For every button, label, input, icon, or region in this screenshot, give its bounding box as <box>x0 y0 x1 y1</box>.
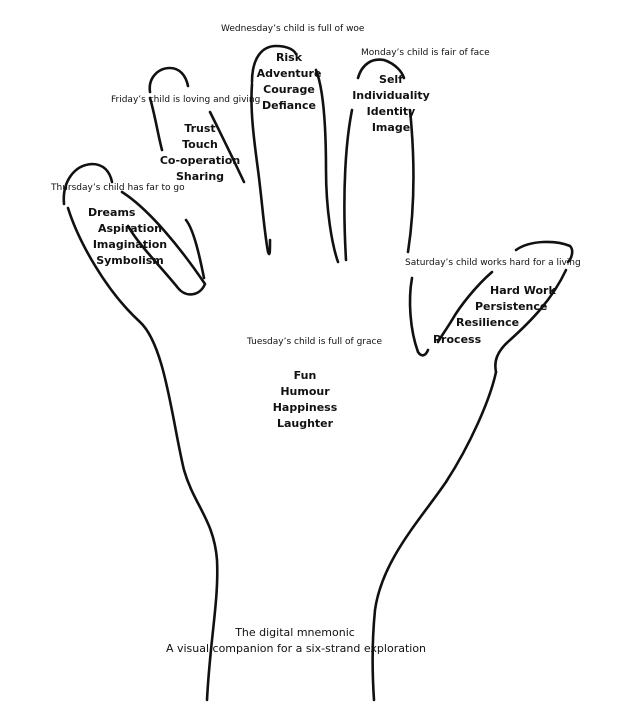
monday-word: Image <box>371 121 411 134</box>
thursday-rhyme: Thursday’s child has far to go <box>51 183 185 193</box>
thumb-top <box>514 240 574 264</box>
index-finger-right <box>406 108 415 254</box>
ring-finger-left <box>148 96 164 152</box>
thursday-word: Imagination <box>92 238 168 251</box>
wednesday-rhyme: Wednesday’s child is full of woe <box>221 24 365 34</box>
thumb-outer <box>494 268 568 374</box>
wednesday-word: Risk <box>275 51 303 64</box>
saturday-rhyme: Saturday’s child works hard for a living <box>405 258 581 268</box>
tuesday-word: Humour <box>280 385 330 398</box>
friday-word: Co-operation <box>159 154 241 167</box>
friday-word: Touch <box>182 138 218 151</box>
friday-rhyme: Friday’s child is loving and giving <box>111 95 261 105</box>
tuesday-word: Happiness <box>272 401 338 414</box>
caption-title: The digital mnemonic <box>235 626 355 639</box>
saturday-word: Persistence <box>475 300 548 313</box>
wednesday-word: Defiance <box>262 99 316 112</box>
middle-finger-top <box>250 44 298 84</box>
wednesday-word: Adventure <box>256 67 322 80</box>
monday-rhyme: Monday’s child is fair of face <box>361 48 490 58</box>
ring-finger-bottom <box>184 218 206 280</box>
monday-word: Identity <box>366 105 416 118</box>
saturday-word: Resilience <box>456 316 520 329</box>
wednesday-word: Courage <box>263 83 315 96</box>
middle-finger-left <box>250 82 272 256</box>
thursday-words: Dreams Aspiration Imagination Symbolism <box>84 205 176 269</box>
wednesday-words: Risk Adventure Courage Defiance <box>250 50 328 114</box>
caption-subtitle: A visual companion for a six-strand expl… <box>165 642 427 655</box>
index-finger-top <box>356 58 406 80</box>
tuesday-words: Fun Humour Happiness Laughter <box>265 368 345 432</box>
pinky-inner-edge <box>120 190 207 296</box>
tuesday-word: Laughter <box>276 417 334 430</box>
thursday-word: Aspiration <box>98 222 162 235</box>
ring-finger-right <box>208 110 246 184</box>
hand-right-edge <box>371 370 498 702</box>
saturday-word: Process <box>433 333 482 346</box>
tuesday-rhyme: Tuesday’s child is full of grace <box>247 337 382 347</box>
tuesday-word: Fun <box>293 369 317 382</box>
thursday-word: Dreams <box>88 206 136 219</box>
monday-words: Self Individuality Identity Image <box>352 72 430 136</box>
friday-word: Trust <box>184 122 216 135</box>
thumb-inner <box>436 270 494 344</box>
index-finger-left <box>343 108 354 262</box>
monday-word: Self <box>379 73 403 86</box>
thursday-word: Symbolism <box>96 254 164 267</box>
pinky-outline <box>62 162 114 206</box>
friday-words: Trust Touch Co-operation Sharing <box>158 121 242 185</box>
ring-finger-outline <box>148 66 190 94</box>
hand-left-edge <box>66 206 219 702</box>
saturday-word: Hard Work <box>490 284 556 297</box>
monday-word: Individuality <box>352 89 430 102</box>
thumb-left <box>408 276 430 357</box>
middle-finger-right <box>314 68 340 264</box>
friday-word: Sharing <box>175 170 225 183</box>
